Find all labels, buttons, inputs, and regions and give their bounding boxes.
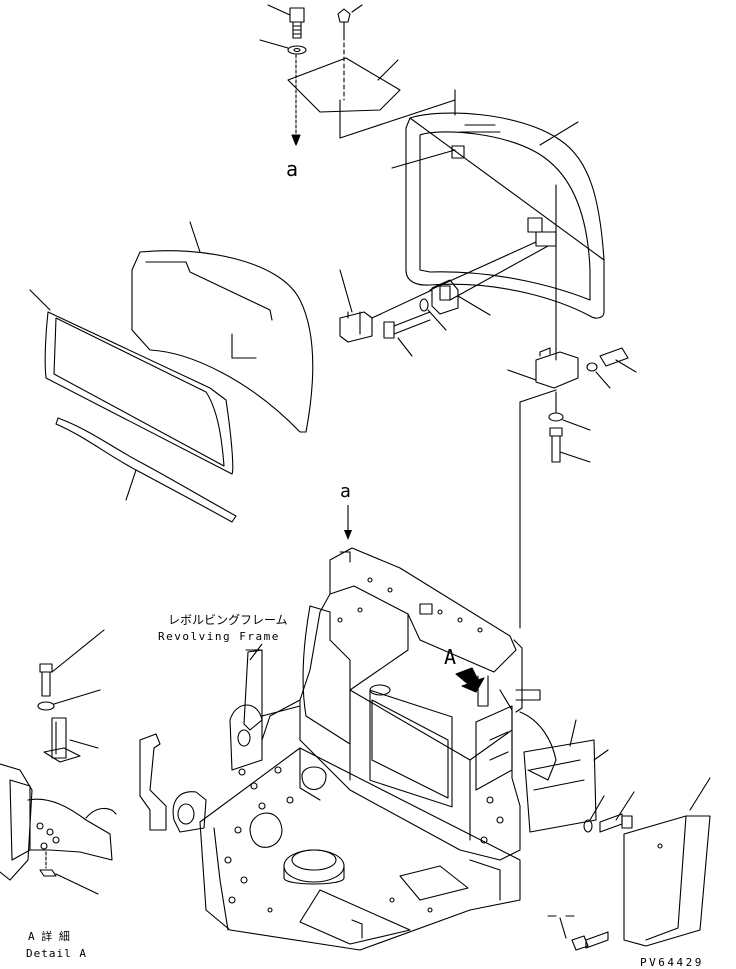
callout-a-view: A	[444, 645, 456, 669]
bolt-top	[267, 4, 305, 39]
latch-assembly	[429, 241, 549, 316]
clip-top	[337, 4, 363, 37]
hinge-bracket	[507, 347, 637, 389]
view-arrow-a	[455, 667, 485, 693]
side-plate-right	[523, 719, 609, 833]
detail-label-jp: A 詳 細	[28, 929, 70, 943]
rubber-bumper	[339, 269, 433, 343]
window-glass	[29, 289, 234, 475]
callout-a-top: a	[286, 157, 298, 181]
rubber-seal	[55, 417, 237, 523]
bolt-right	[599, 791, 635, 833]
bolt-bottom-right	[547, 915, 609, 951]
washer-hinge	[548, 412, 591, 431]
washer-right	[583, 795, 605, 833]
bolt-latch	[383, 298, 447, 357]
roof-cover	[391, 112, 605, 361]
frame-label-jp: レボルビングフレーム	[168, 613, 288, 627]
side-cover-panel	[131, 221, 314, 433]
frame-label-en: Revolving Frame	[158, 630, 280, 643]
detail-a	[0, 629, 117, 895]
washer-top	[259, 39, 307, 55]
frame-base	[139, 704, 521, 951]
drawing-id: PV64429	[640, 956, 704, 969]
bolt-hinge-lower	[549, 427, 591, 463]
detail-label-en: Detail A	[26, 947, 87, 960]
side-guard-right	[623, 777, 711, 947]
callout-a-mid: a	[340, 481, 351, 502]
cover-plate-small	[287, 35, 456, 146]
frame-holes	[224, 577, 504, 913]
revolving-frame	[243, 547, 557, 861]
